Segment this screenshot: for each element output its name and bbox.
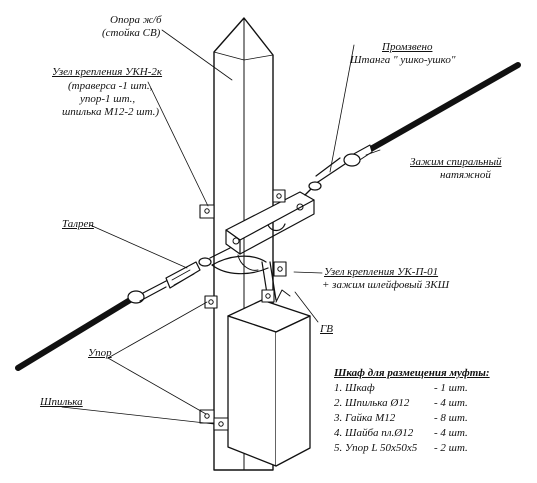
pole-label-line1: Опора ж/б: [110, 14, 162, 26]
galvanized-link-label: Промзвено: [382, 41, 433, 53]
traverse-bracket: [225, 181, 322, 255]
legend-item-qty: - 8 шт.: [434, 412, 468, 424]
legend-title: Шкаф для размещения муфты:: [334, 367, 490, 379]
ukn-node-line2: упор-1 шт.,: [80, 93, 136, 105]
right-cable: [315, 62, 521, 183]
legend-item-name: 3. Гайка М12: [334, 412, 396, 424]
left-cable: [15, 279, 169, 371]
legend-item-name: 1. Шкаф: [334, 382, 375, 394]
cabinet-legend: Шкаф для размещения муфты: 1. Шкаф - 1 ш…: [334, 367, 534, 477]
spiral-clamp-eye: [343, 153, 361, 167]
legend-item-qty: - 4 шт.: [434, 427, 468, 439]
pole-label-line2: (стойка СВ): [102, 27, 161, 39]
ukn-node-line1: (траверса -1 шт.,: [68, 80, 153, 92]
turnbuckle-label: Талреп: [62, 218, 94, 230]
legend-item-qty: - 2 шт.: [434, 442, 468, 454]
legend-item-qty: - 1 шт.: [434, 382, 468, 394]
ukp-node-title: Узел крепления УК-П-01: [324, 266, 439, 278]
stud-label: Шпилька: [40, 396, 83, 408]
legend-item-name: 5. Упор L 50x50x5: [334, 442, 418, 454]
legend-item-name: 4. Шайба пл.Ø12: [334, 427, 414, 439]
eye-eye-rod-label: Штанга " ушко-ушко": [350, 54, 456, 66]
gv-label: ГВ: [320, 323, 333, 335]
lower-stops: [199, 409, 229, 431]
spiral-clamp-label-line2: натяжной: [440, 169, 491, 181]
spiral-clamp-label-line1: Зажим спиральный: [410, 156, 502, 168]
legend-item-qty: - 4 шт.: [434, 397, 468, 409]
stop-label: Упор: [88, 347, 112, 359]
ukp-node-sub: + зажим шлейфовый ЗКШ: [322, 279, 450, 291]
ukn-node-title: Узел крепления УКН-2к: [52, 66, 163, 78]
legend-item-name: 2. Шпилька Ø12: [334, 397, 410, 409]
cabinet: [204, 289, 311, 467]
leader-lines: [61, 29, 381, 425]
upper-stops: [199, 189, 286, 219]
ukn-node-line3: шпилька М12-2 шт.): [62, 106, 160, 118]
